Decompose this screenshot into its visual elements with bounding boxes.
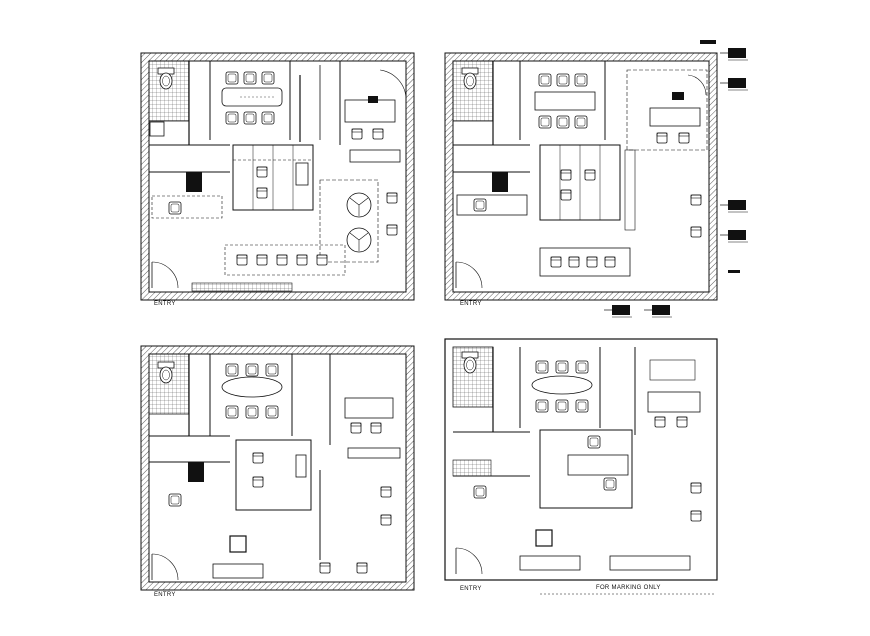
reception-1 [149, 171, 346, 292]
washroom-3 [148, 353, 230, 437]
manager-cabin-2 [626, 69, 708, 151]
plan4-entry-label: ENTRY [460, 586, 482, 592]
plan2-entry-label: ENTRY [460, 301, 482, 307]
conference-room-4 [519, 347, 601, 428]
manager-cabin-3 [329, 354, 401, 459]
floor-plan-1 [140, 52, 415, 301]
conference-room-1 [209, 61, 321, 142]
lounge-1 [319, 179, 398, 263]
floor-plan-2 [444, 40, 749, 318]
marking-note: FOR MARKING ONLY [596, 585, 661, 591]
reception-2 [453, 171, 702, 289]
reception-4 [452, 459, 691, 575]
reception-3 [149, 461, 368, 581]
washroom-2 [452, 60, 530, 146]
manager-cabin-4 [634, 347, 701, 435]
plan3-entry-label: ENTRY [154, 592, 176, 598]
workstation-2 [539, 144, 636, 231]
conference-room-2 [519, 61, 606, 140]
floor-plan-4 [444, 338, 718, 595]
washroom-4 [452, 346, 530, 433]
callout-tags-2 [603, 40, 749, 318]
workstation-4 [539, 429, 702, 522]
manager-cabin-1 [339, 61, 407, 163]
plan1-entry-label: ENTRY [154, 301, 176, 307]
conference-room-3 [209, 354, 293, 436]
workstation-3 [235, 439, 392, 560]
workstation-1 [232, 144, 314, 211]
floor-plan-3 [140, 345, 415, 591]
washroom-1 [148, 60, 230, 146]
